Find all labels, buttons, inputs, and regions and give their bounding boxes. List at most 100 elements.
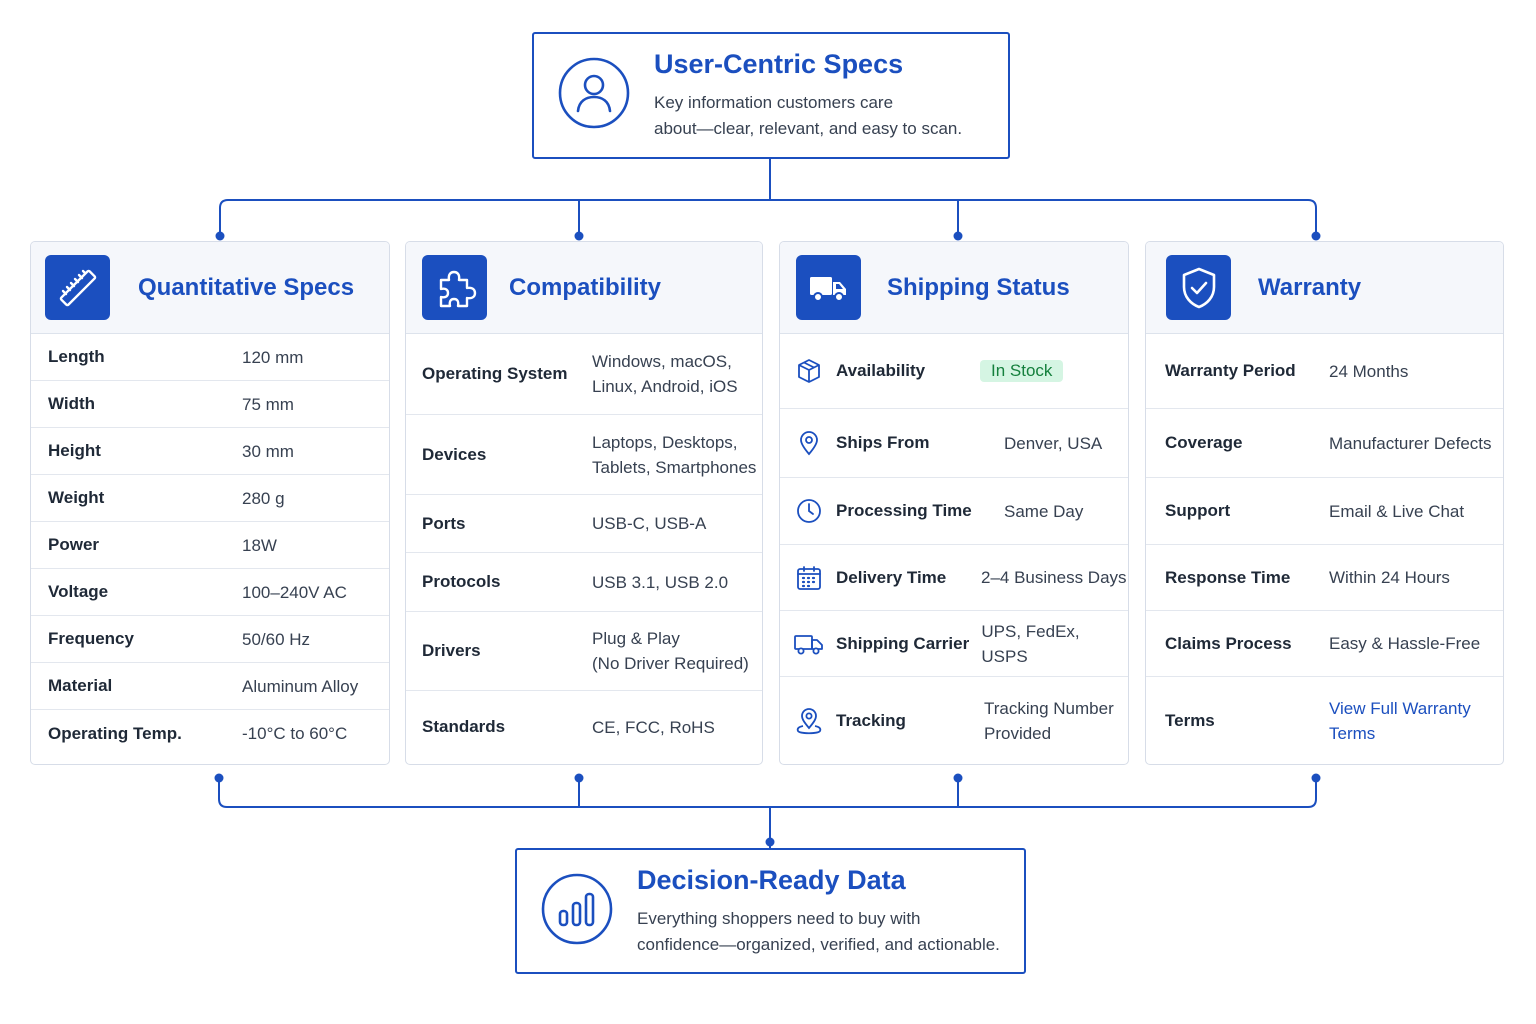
row-value: Plug & Play (No Driver Required) [592,629,749,673]
row-label: Ports [422,513,466,533]
row-label: Terms [1165,711,1215,730]
row-value: 100–240V AC [242,582,347,602]
table-row: Tracking Tracking Number Provided [780,677,1128,764]
row-label: Operating Temp. [48,723,182,743]
row-label: Ships From [836,433,930,452]
decision-ready-data-box: Decision-Ready Data Everything shoppers … [515,848,1026,974]
row-value: Same Day [1004,501,1084,521]
row-label: Response Time [1165,567,1291,587]
row-label: Drivers [422,641,481,660]
top-title: User-Centric Specs [654,49,904,79]
row-value: -10°C to 60°C [242,724,348,743]
row-label: Length [48,347,105,366]
row-value: Email & Live Chat [1329,501,1465,521]
warranty-list: Warranty Period 24 Months Coverage Manufac… [1146,334,1503,764]
row-value: Manufacturer Defects [1329,433,1492,453]
row-label: Shipping Carrier [836,633,970,653]
table-row: Shipping Carrier UPS, FedEx, USPS [780,611,1128,677]
card-header: Shipping Status [780,242,1128,334]
shipping-status-card: Shipping Status Availability In Stock Sh… [779,241,1129,765]
row-value: 30 mm [242,441,294,461]
row-value: Windows, macOS, Linux, Android, iOS [592,352,738,396]
bottom-title: Decision-Ready Data [637,864,906,895]
row-label: Frequency [48,629,134,648]
row-label: Weight [48,488,105,507]
row-value: USB 3.1, USB 2.0 [592,572,729,592]
row-value: Within 24 Hours [1329,568,1450,587]
card-title: Quantitative Specs [138,273,355,301]
table-row: Operating Temp. -10°C to 60°C [31,710,389,757]
truck-outline-icon [794,632,824,656]
row-value: Laptops, Desktops, Tablets, Smartphones [592,432,757,477]
row-value: Denver, USA [1004,433,1103,453]
box-icon [794,358,824,384]
row-value: 24 Months [1329,361,1409,381]
table-row: Coverage Manufacturer Defects [1146,409,1503,478]
row-value: 2–4 Business Days [981,568,1127,587]
user-centric-specs-box: User-Centric Specs Key information custo… [532,32,1010,159]
row-label: Delivery Time [836,567,947,587]
puzzle-icon [422,255,487,320]
table-row: Weight 280 g [31,475,389,522]
row-label: Devices [422,444,487,464]
card-header: Compatibility [406,242,762,334]
row-value: 75 mm [242,394,294,414]
clock-icon [794,498,824,524]
location-pin-icon [794,430,824,456]
top-description: Key information customers care about—cle… [654,93,963,138]
row-value: UPS, FedEx, USPS [981,621,1080,666]
row-label: Voltage [48,582,109,601]
table-row: Availability In Stock [780,334,1128,409]
table-row: Protocols USB 3.1, USB 2.0 [406,553,762,612]
table-row: Delivery Time 2–4 Business Days [780,545,1128,611]
table-row: Operating System Windows, macOS, Linux, A… [406,334,762,415]
row-label: Coverage [1165,433,1243,452]
card-header: Warranty [1146,242,1503,334]
row-label: Protocols [422,572,501,591]
row-label: Width [48,394,96,413]
row-value: Aluminum Alloy [242,676,359,696]
row-label: Tracking [836,711,906,730]
table-row: Voltage 100–240V AC [31,569,389,616]
spec-list: Operating System Windows, macOS, Linux, A… [406,334,762,763]
card-title: Compatibility [509,273,662,301]
row-label: Operating System [422,364,568,383]
row-value: USB-C, USB-A [592,514,707,533]
table-row: Devices Laptops, Desktops, Tablets, Smart… [406,415,762,495]
table-row: Width 75 mm [31,381,389,428]
table-row: Ports USB-C, USB-A [406,495,762,553]
table-row: Drivers Plug & Play (No Driver Required) [406,612,762,691]
ruler-icon [45,255,110,320]
compatibility-card: Compatibility Operating System Windows, m… [405,241,763,765]
row-value: 280 g [242,488,285,508]
view-warranty-terms-link[interactable]: View Full Warranty Terms [1329,699,1471,743]
status-badge: In Stock [980,360,1064,382]
table-row: Support Email & Live Chat [1146,478,1503,545]
user-icon [558,57,630,134]
row-value: 50/60 Hz [242,629,311,649]
card-title: Shipping Status [887,273,1070,301]
bottom-description: Everything shoppers need to buy with con… [637,908,1000,954]
truck-icon [796,255,861,320]
table-row: Warranty Period 24 Months [1146,334,1503,409]
table-row: Response Time Within 24 Hours [1146,545,1503,611]
map-pin-icon [794,706,824,736]
row-value: 18W [242,535,277,555]
bar-chart-icon [541,873,613,950]
table-row: Frequency 50/60 Hz [31,616,389,663]
row-label: Claims Process [1165,633,1292,653]
card-title: Warranty [1258,273,1362,301]
row-label: Support [1165,501,1231,520]
table-row: Terms View Full Warranty Terms [1146,677,1503,764]
calendar-icon [794,565,824,591]
card-header: Quantitative Specs [31,242,389,334]
row-label: Warranty Period [1165,361,1296,380]
row-label: Standards [422,717,506,736]
